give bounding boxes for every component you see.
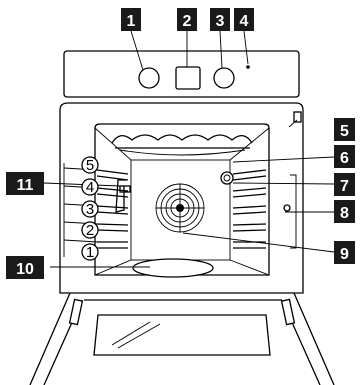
callout-2-label: 2 — [183, 13, 192, 30]
shelf-supports-right — [232, 169, 267, 249]
callout-7: 7 — [334, 173, 355, 196]
display-icon — [175, 66, 201, 90]
function-knob-icon — [138, 67, 160, 89]
callout-4-label: 4 — [240, 13, 249, 30]
shelf-level-4-label: 4 — [86, 179, 94, 196]
callout-2: 2 — [177, 8, 197, 31]
shelf-level-3-label: 3 — [86, 201, 94, 218]
callout-6: 6 — [334, 145, 355, 168]
callout-3: 3 — [210, 8, 230, 31]
callout-5-label: 5 — [340, 123, 349, 140]
side-socket-icon — [283, 204, 291, 212]
shelf-level-3: 3 — [81, 200, 99, 218]
callout-6-label: 6 — [340, 150, 349, 167]
oven-door — [29, 292, 335, 385]
callout-4: 4 — [234, 8, 254, 31]
control-panel — [63, 50, 300, 98]
temperature-sensor-icon — [293, 111, 302, 123]
callout-8-label: 8 — [340, 205, 349, 222]
shelf-level-5: 5 — [81, 156, 99, 174]
callout-1: 1 — [121, 8, 141, 31]
indicator-light-icon — [246, 65, 250, 69]
callout-3-label: 3 — [216, 13, 225, 30]
shelf-level-5-label: 5 — [86, 157, 94, 174]
callout-8: 8 — [334, 200, 355, 223]
callout-7-label: 7 — [340, 178, 349, 195]
shelf-level-2: 2 — [81, 221, 99, 239]
callout-5: 5 — [334, 118, 355, 141]
shelf-level-4: 4 — [81, 178, 99, 196]
meat-probe-socket-icon — [115, 179, 131, 213]
callout-1-label: 1 — [127, 13, 136, 30]
oven-lamp-icon — [220, 171, 234, 185]
shelf-level-1: 1 — [81, 243, 99, 261]
callout-9-label: 9 — [340, 246, 349, 263]
bottom-heating-element-icon — [132, 258, 214, 278]
top-heating-element-icon — [111, 134, 253, 149]
temperature-knob-icon — [213, 67, 235, 89]
shelf-level-2-label: 2 — [86, 222, 94, 239]
shelf-supports-left — [96, 169, 129, 249]
callout-10: 10 — [6, 256, 44, 279]
callout-11: 11 — [6, 172, 44, 195]
callout-10-label: 10 — [16, 261, 34, 278]
callout-9: 9 — [334, 241, 355, 264]
shelf-level-1-label: 1 — [86, 244, 94, 261]
callout-11-label: 11 — [17, 177, 34, 194]
fan-icon — [155, 183, 205, 233]
